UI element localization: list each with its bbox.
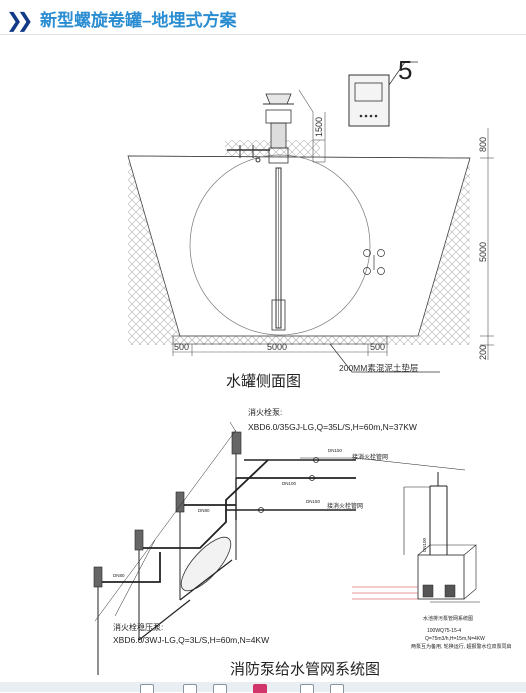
toolbar-button[interactable] bbox=[253, 684, 267, 693]
page-title: 新型螺旋卷罐–地埋式方案 bbox=[40, 11, 237, 30]
dim-500-right: 500 bbox=[370, 342, 385, 352]
tank-side-view bbox=[127, 61, 494, 373]
sewage-view-spec2: Q=75m3/h,H=15m,N=4KW bbox=[425, 636, 485, 642]
side-view-caption: 水罐侧面图 bbox=[226, 373, 301, 390]
pump-motor bbox=[270, 122, 287, 149]
pressure-tank bbox=[180, 536, 232, 592]
dim-5000-horizontal: 5000 bbox=[267, 342, 287, 352]
pipe-label-dn150-b: DN150 bbox=[306, 499, 321, 504]
toolbar-button[interactable] bbox=[330, 684, 344, 693]
pipe-label-dn80-b: DN80 bbox=[198, 508, 210, 513]
to-hydrant-label-1: 接消火栓管网 bbox=[352, 453, 388, 461]
dim-1500: 1500 bbox=[314, 117, 324, 137]
pipe-network-diagram bbox=[93, 421, 480, 675]
pump-small-title: 消火栓稳压泵: bbox=[113, 622, 163, 632]
pipe-label-dn150-a: DN150 bbox=[328, 448, 343, 453]
pipe-label-dn80-a: DN80 bbox=[113, 573, 125, 578]
dim-200: 200 bbox=[478, 345, 488, 360]
sewage-view-note: 两泵互为备用, 轮换运行, 超报警水位双泵同启 bbox=[411, 643, 512, 650]
toolbar-button[interactable] bbox=[183, 684, 197, 693]
pump-small-spec: XBD6.0/3WJ-LG,Q=3L/S,H=60m,N=4KW bbox=[113, 635, 269, 645]
dim-500-left: 500 bbox=[174, 342, 189, 352]
dim-5000-vertical: 5000 bbox=[478, 242, 488, 262]
pump-main-spec: XBD6.0/35GJ-LG,Q=35L/S,H=60m,N=37KW bbox=[248, 422, 417, 432]
float-switch-icon bbox=[363, 249, 385, 275]
sewage-view-spec: 100WQ75-15-4 bbox=[427, 628, 461, 634]
header-divider bbox=[0, 34, 526, 35]
system-view-caption: 消防泵给水管网系统图 bbox=[230, 661, 380, 678]
sewage-dn100-label: DN100 bbox=[422, 537, 427, 552]
toolbar-button[interactable] bbox=[140, 684, 154, 693]
to-hydrant-label-2: 接消火栓管网 bbox=[327, 502, 363, 510]
sewage-view-title: 水池排污泵管网系统图 bbox=[423, 615, 473, 622]
concrete-base bbox=[172, 335, 388, 345]
dim-800: 800 bbox=[478, 137, 488, 152]
excavation-pit bbox=[127, 155, 471, 337]
sewage-pit bbox=[417, 554, 465, 600]
pipe-label-dn100: DN100 bbox=[282, 481, 297, 486]
pump-main-title: 消火栓泵: bbox=[248, 407, 282, 417]
toolbar-button[interactable] bbox=[213, 684, 227, 693]
tank-circle bbox=[189, 154, 371, 336]
marker-5: 5 bbox=[398, 55, 412, 85]
slide-header: ❯❯ 新型螺旋卷罐–地埋式方案 bbox=[0, 0, 526, 36]
toolbar-button[interactable] bbox=[300, 684, 314, 693]
chevron-double-right-icon: ❯❯ bbox=[6, 10, 33, 32]
base-note: 200MM素混泥土垫层 bbox=[339, 363, 418, 373]
